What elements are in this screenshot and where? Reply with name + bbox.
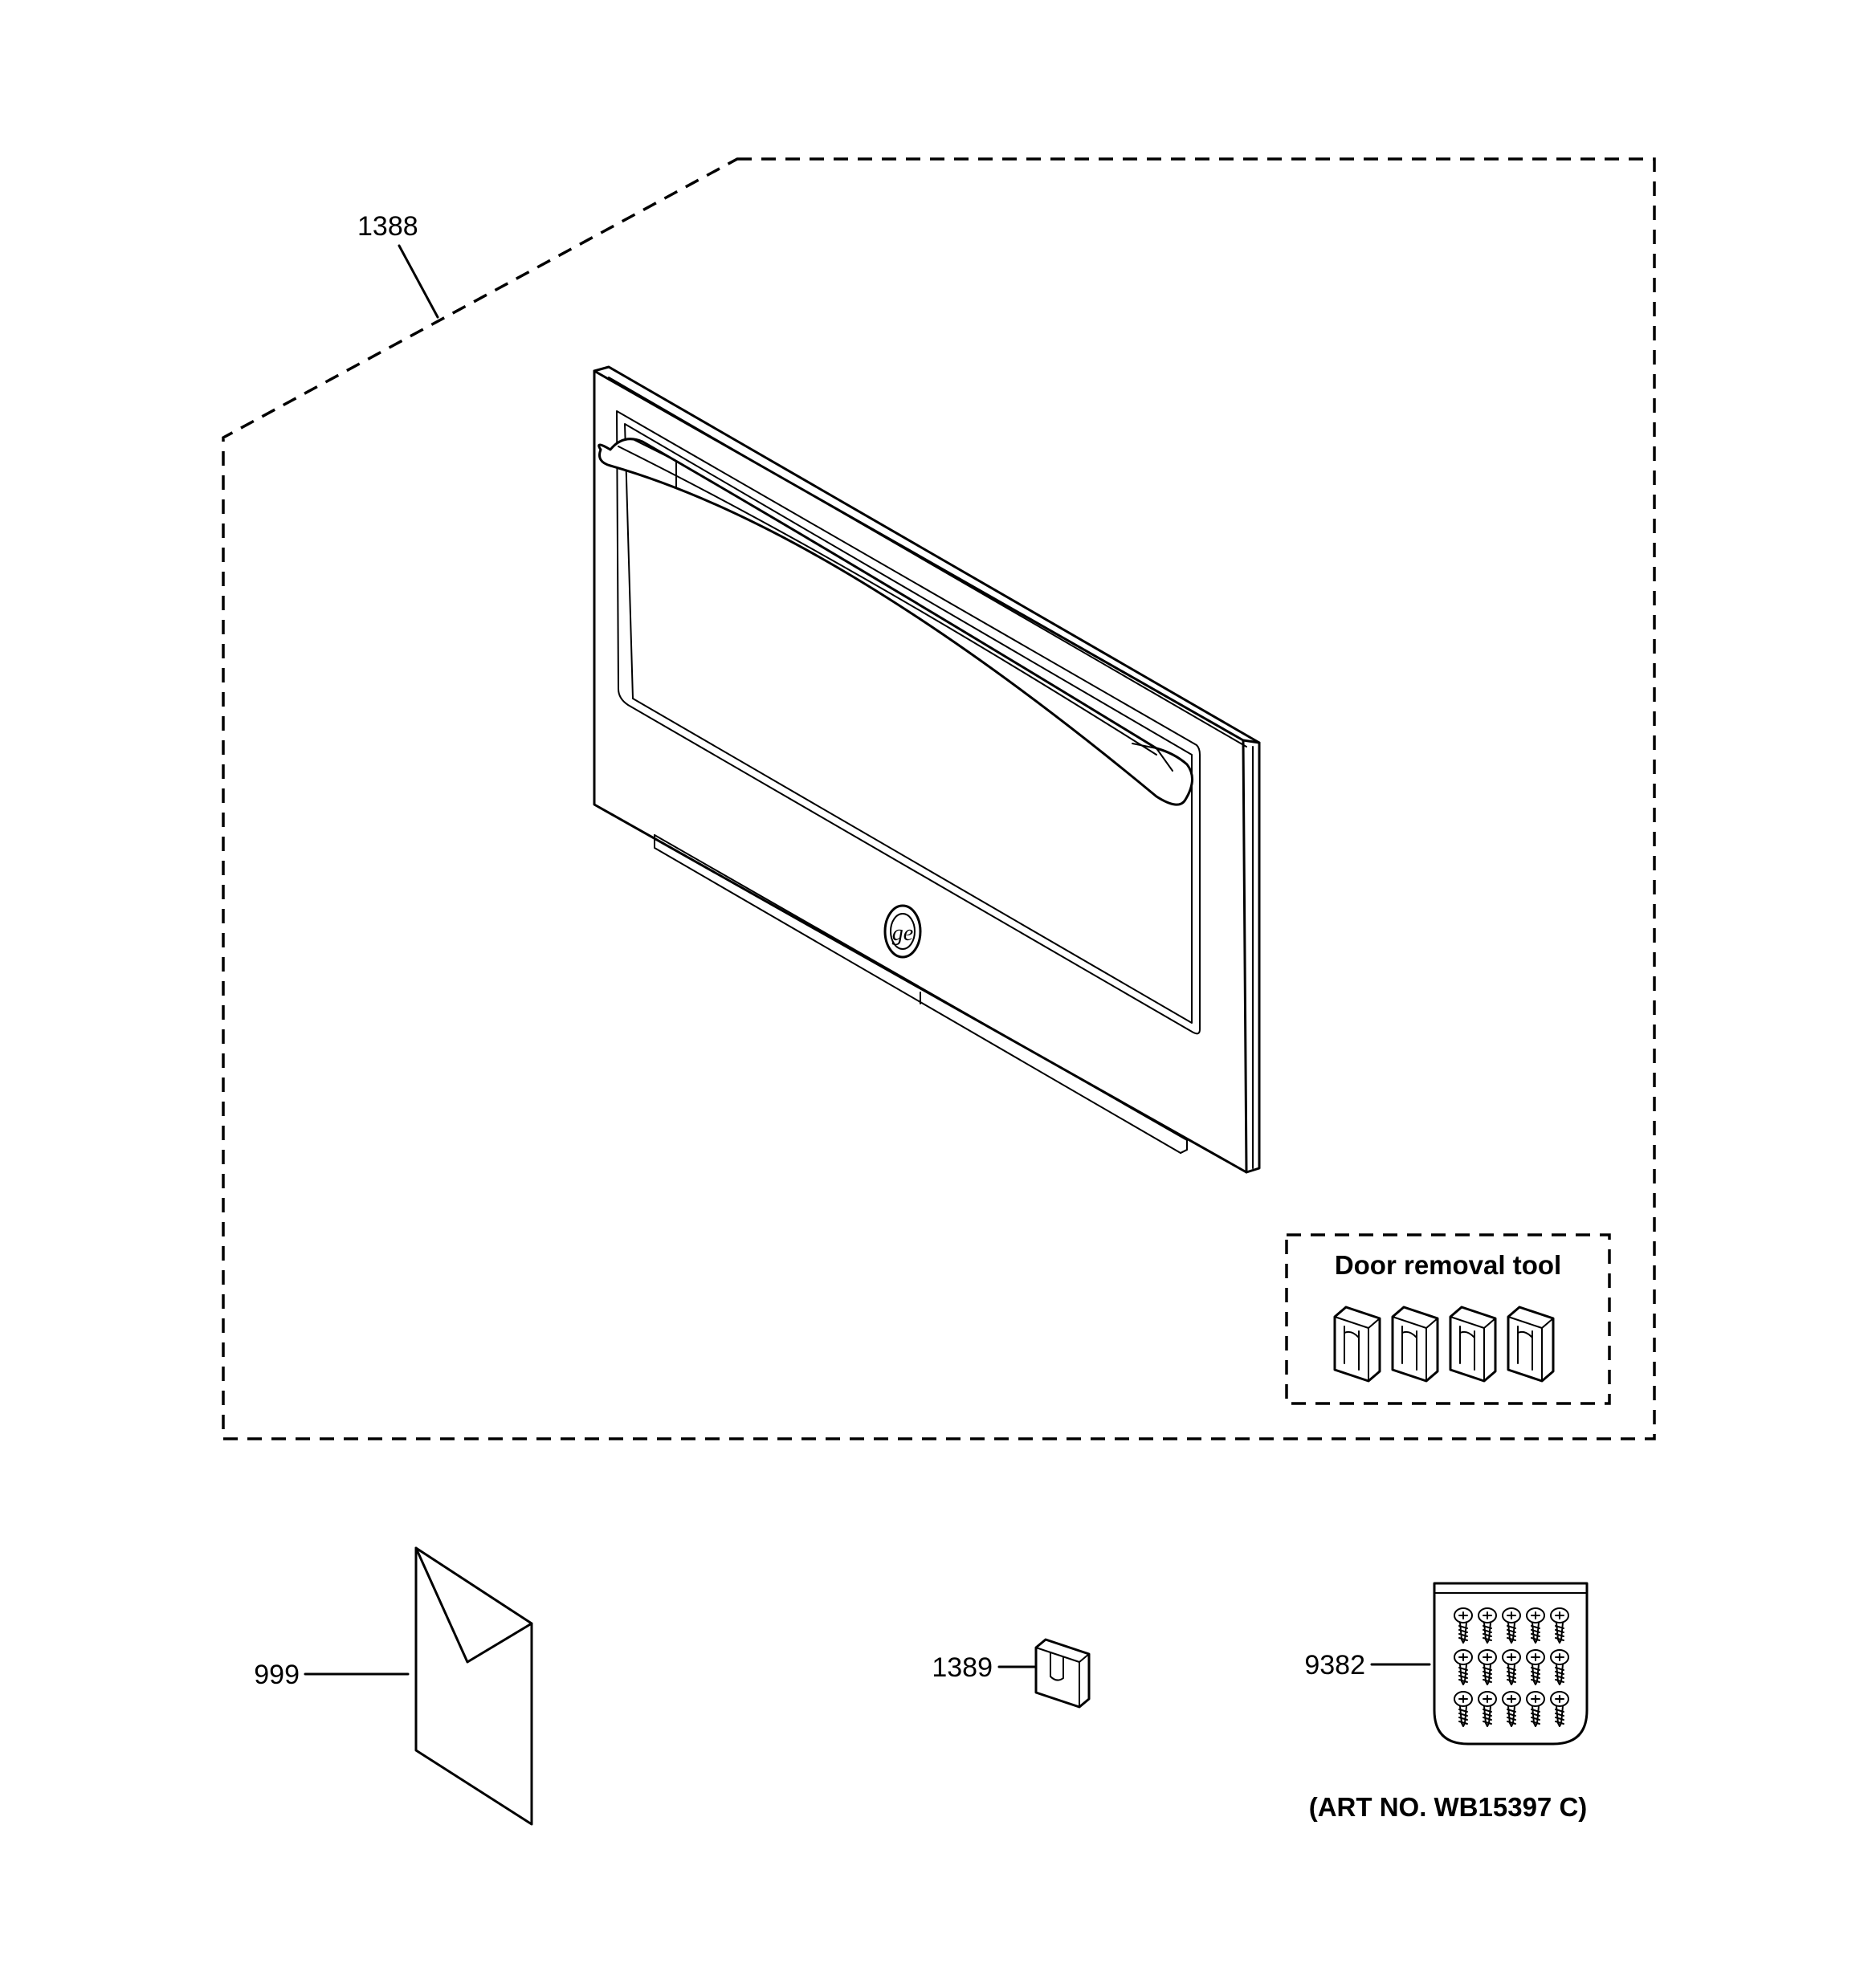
screw-icon (1454, 1607, 1473, 1644)
screw-icon (1478, 1649, 1497, 1685)
screw-kit-bag-9382[interactable] (1433, 1582, 1589, 1746)
screw-icon (1478, 1607, 1497, 1644)
screw-icon (1454, 1649, 1473, 1685)
screw-icon (1502, 1607, 1521, 1644)
callout-1388[interactable]: 1388 (357, 211, 418, 242)
drawer-door-panel[interactable] (593, 365, 1261, 1174)
screw-icon (1502, 1691, 1521, 1727)
ge-logo: ge (883, 904, 922, 959)
screw-icon (1478, 1691, 1497, 1727)
callout-1389[interactable]: 1389 (932, 1652, 993, 1683)
screw-icon (1526, 1649, 1545, 1685)
art-number: (ART NO. WB15397 C) (1309, 1792, 1588, 1822)
screw-icon (1526, 1691, 1545, 1727)
door-removal-tool-label: Door removal tool (1335, 1250, 1561, 1280)
svg-text:ge: ge (892, 921, 913, 946)
screw-icon (1550, 1607, 1569, 1644)
door-removal-tool-pieces (1333, 1306, 1555, 1383)
assembly-boundary-1388 (222, 157, 1656, 1440)
door-removal-tool-piece (1391, 1306, 1439, 1383)
screw-icon (1550, 1691, 1569, 1727)
door-removal-tool-1389[interactable] (1034, 1638, 1091, 1709)
screw-icon (1526, 1607, 1545, 1644)
door-handle[interactable] (598, 438, 1193, 806)
callout-9382[interactable]: 9382 (1304, 1650, 1365, 1680)
screw-icon (1454, 1691, 1473, 1727)
door-removal-tool-piece (1333, 1306, 1381, 1383)
door-removal-tool-box (1285, 1233, 1611, 1405)
door-removal-tool-piece (1449, 1306, 1497, 1383)
screw-icon (1550, 1649, 1569, 1685)
screws (1454, 1607, 1569, 1727)
door-removal-tool-piece (1507, 1306, 1555, 1383)
literature-envelope-999[interactable] (414, 1546, 533, 1826)
leader-1388 (398, 244, 439, 319)
callout-999[interactable]: 999 (254, 1660, 300, 1690)
screw-icon (1502, 1649, 1521, 1685)
